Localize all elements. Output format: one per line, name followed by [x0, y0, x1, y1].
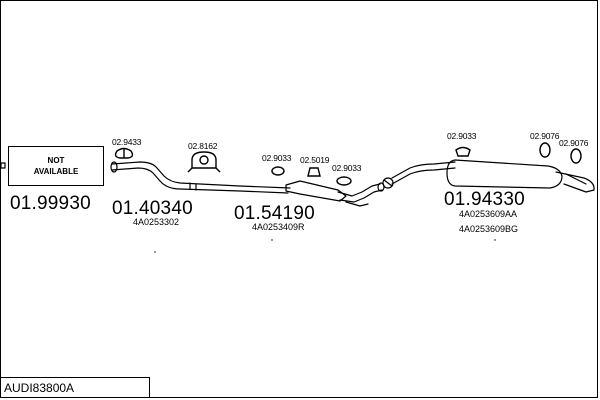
rubber-ring-icon-1	[271, 166, 285, 176]
part-number-3[interactable]: 01.54190	[234, 203, 315, 224]
oe-number-4a: 4A0253609AA	[459, 209, 518, 219]
part-number-4[interactable]: 01.94330	[444, 189, 525, 210]
not-available-box: NOT AVAILABLE	[8, 146, 104, 186]
rubber-mount-icon-2	[455, 146, 471, 157]
oe-number-4b: 4A0253609BG	[459, 224, 519, 234]
accessory-number-4[interactable]: 02.5019	[300, 155, 330, 165]
not-available-line2: AVAILABLE	[33, 167, 79, 176]
hanger-icon	[307, 167, 321, 177]
bracket-icon	[187, 151, 221, 173]
rubber-ring-icon-3	[539, 142, 551, 158]
rear-silencer-icon	[391, 159, 595, 193]
front-pipe-icon	[110, 161, 291, 194]
accessory-number-3[interactable]: 02.9033	[262, 153, 292, 163]
part-number-2[interactable]: 01.40340	[112, 198, 193, 219]
accessory-number-8[interactable]: 02.9076	[559, 138, 589, 148]
not-available-line1: NOT	[47, 156, 65, 165]
accessory-number-2[interactable]: 02.8162	[188, 141, 218, 151]
middle-silencer-icon	[285, 180, 385, 207]
oe-number-2: 4A0253302	[133, 217, 180, 227]
accessory-number-6[interactable]: 02.9033	[447, 131, 477, 141]
diagram-title: AUDI83800A	[0, 377, 150, 398]
accessory-number-7[interactable]: 02.9076	[530, 131, 560, 141]
rubber-ring-icon-2	[336, 176, 352, 186]
rubber-ring-icon-4	[570, 148, 582, 164]
rubber-mount-icon-1	[114, 147, 134, 159]
accessory-number-1[interactable]: 02.9433	[112, 137, 142, 147]
left-connector-icon	[0, 162, 6, 169]
accessory-number-5[interactable]: 02.9033	[332, 163, 362, 173]
oe-number-3: 4A0253409R	[252, 222, 305, 232]
clamp-icon	[382, 177, 394, 189]
part-number-1[interactable]: 01.99930	[10, 193, 91, 214]
